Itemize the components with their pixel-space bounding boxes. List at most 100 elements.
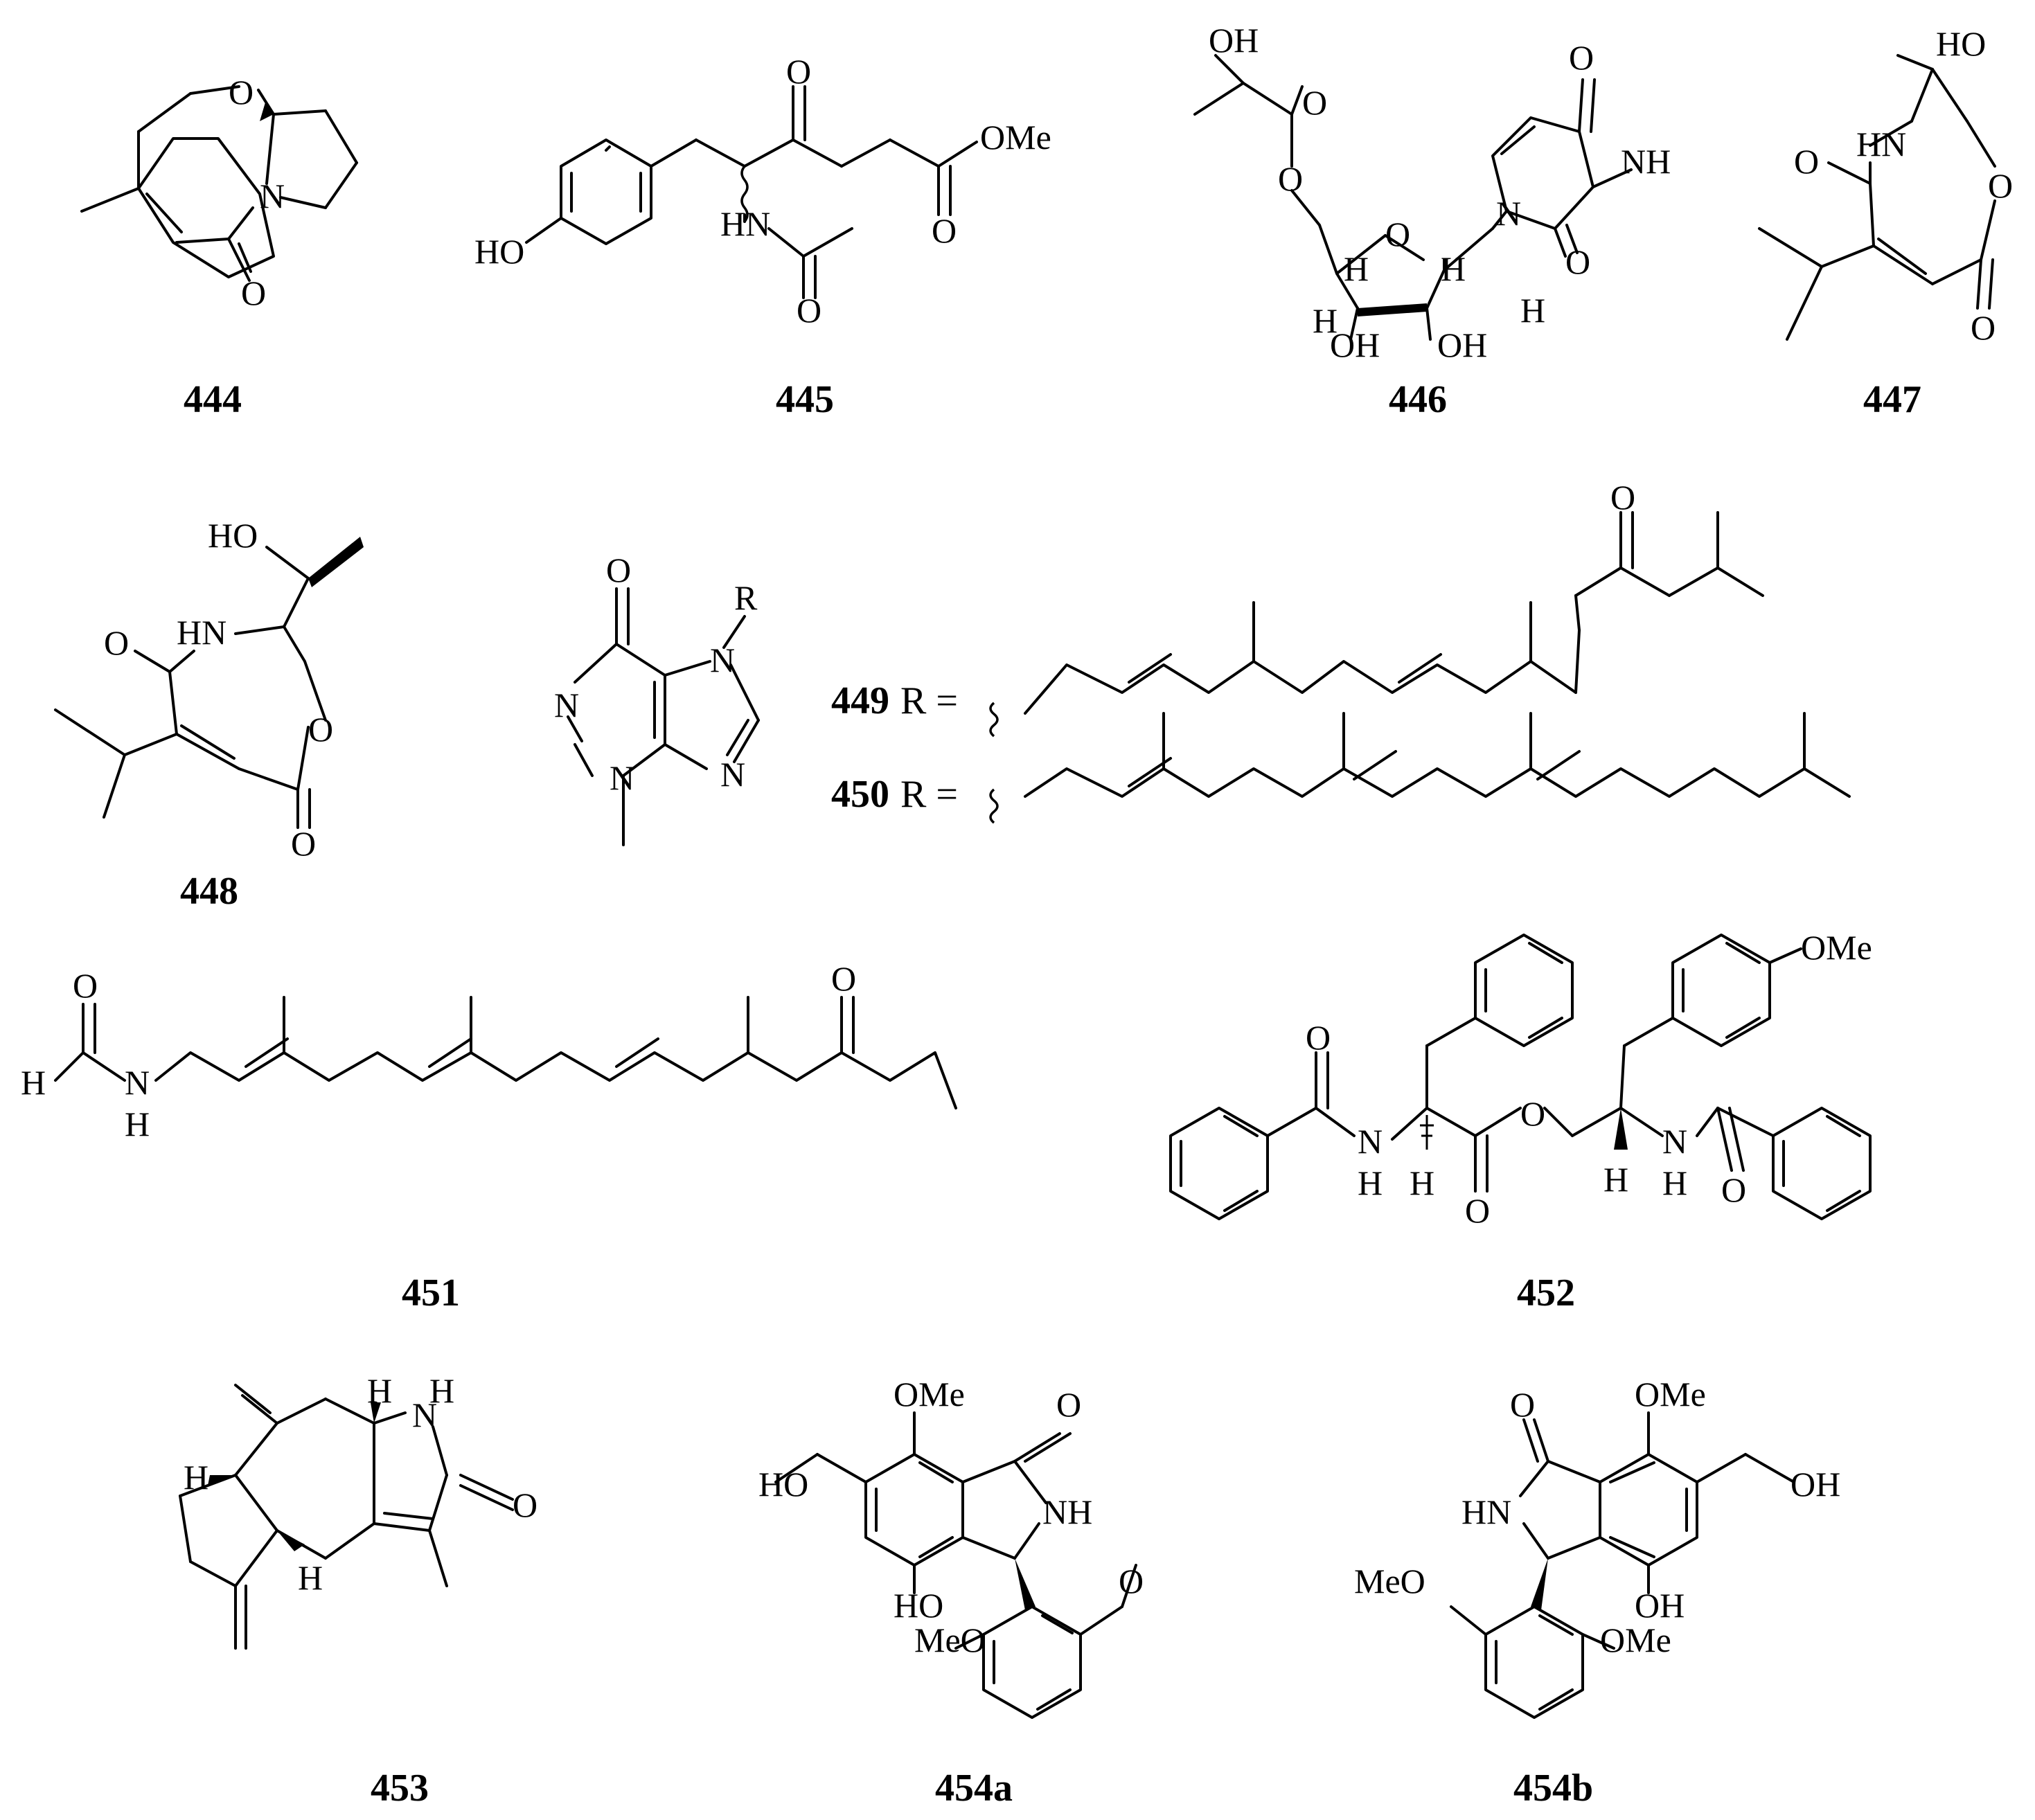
atom-label: O (241, 274, 266, 312)
compound-label-444: 444 (184, 378, 242, 421)
atom-label: O (1306, 1018, 1331, 1057)
atom-label: HO (474, 232, 524, 271)
atom-label: H (1603, 1160, 1628, 1199)
atom-label: OH (1437, 325, 1487, 364)
structure-444: O N O 444 (80, 73, 358, 421)
atom-label: H (429, 1371, 454, 1410)
compound-label-445: 445 (776, 378, 834, 421)
atom-label: O (932, 211, 957, 250)
atom-label: N (412, 1395, 437, 1434)
atom-label: N (1496, 194, 1521, 233)
structure-451: O H N H O 451 (21, 959, 957, 1314)
atom-label: O (1520, 1094, 1545, 1133)
atom-label: HN (720, 204, 770, 243)
atom-label: N (125, 1063, 150, 1102)
atom-label: N (554, 686, 579, 724)
structure-449: 449 R = O (831, 478, 1764, 738)
atom-label: O (797, 291, 821, 330)
atom-label: MeO (914, 1621, 986, 1659)
atom-label: H (184, 1458, 208, 1497)
atom-label: O (1385, 215, 1410, 253)
compound-label-452: 452 (1517, 1272, 1575, 1314)
atom-label: NH (1042, 1492, 1092, 1531)
structure-452: O N H H O O H N H O OMe 452 (1169, 928, 1872, 1314)
atom-label: OMe (1600, 1621, 1671, 1659)
atom-label: O (1302, 83, 1327, 122)
atom-label: HN (1461, 1492, 1511, 1531)
atom-label: N (1662, 1122, 1687, 1161)
structure-purine-core: O R N N N N (554, 551, 760, 846)
atom-label: H (367, 1371, 392, 1410)
structure-448: HO HN O O O 448 (54, 516, 364, 913)
compound-label-447: 447 (1863, 378, 1921, 421)
atom-label: OMe (980, 118, 1051, 157)
atom-label: H (1344, 249, 1369, 288)
structure-445: HO O O OMe HN O 445 (474, 52, 1051, 421)
atom-label: OMe (1635, 1375, 1706, 1413)
atom-label: OH (1635, 1586, 1685, 1625)
compound-label-454b: 454b (1513, 1767, 1593, 1810)
atom-label: H (1313, 301, 1338, 340)
structure-453: H H N H O H 453 (179, 1371, 537, 1810)
structure-450: 450 R = (831, 712, 1851, 824)
atom-label: HN (177, 613, 226, 652)
atom-label: H (1441, 249, 1466, 288)
atom-label: H (125, 1105, 150, 1143)
atom-label: N (720, 755, 745, 794)
atom-label: O (229, 73, 254, 111)
atom-label: O (73, 966, 98, 1005)
atom-label: N (260, 177, 285, 215)
atom-label: O (513, 1486, 537, 1524)
atom-label: O (786, 52, 811, 91)
atom-label: HO (1936, 24, 1986, 63)
atom-label: O (308, 710, 333, 749)
atom-label: O (606, 551, 631, 589)
atom-label: H (1358, 1163, 1383, 1202)
atom-label: H (1662, 1163, 1687, 1202)
atom-label: N (1358, 1122, 1383, 1161)
atom-label: OMe (894, 1375, 965, 1413)
atom-label: O (1721, 1170, 1746, 1209)
atom-label: HO (208, 516, 258, 555)
atom-label: MeO (1354, 1562, 1425, 1600)
atom-label: O (1465, 1191, 1490, 1230)
atom-label: HO (758, 1465, 808, 1504)
atom-label: H (298, 1558, 323, 1597)
compound-label-446: 446 (1389, 378, 1447, 421)
compound-label-450: 450 (831, 773, 889, 816)
atom-label: N (610, 758, 634, 797)
atom-label: O (1565, 242, 1590, 281)
structure-454a: OMe O HO NH HO O MeO 454a (758, 1375, 1144, 1810)
atom-label: R (734, 578, 758, 617)
atom-label: O (104, 623, 129, 662)
atom-label: H (21, 1063, 46, 1102)
atom-label: O (1278, 159, 1303, 198)
atom-label: O (1794, 142, 1819, 181)
compound-label-449: 449 (831, 679, 889, 722)
compound-label-454a: 454a (935, 1767, 1013, 1810)
atom-label: H (1410, 1163, 1434, 1202)
atom-label: OH (1209, 21, 1259, 60)
r-group-label: R = (900, 773, 958, 816)
atom-label: N (710, 641, 735, 679)
atom-label: HO (894, 1586, 943, 1625)
atom-label: O (1569, 38, 1594, 77)
compound-label-451: 451 (402, 1272, 460, 1314)
atom-label: O (291, 824, 316, 863)
structure-446: OH O O O N O NH O H H H H OH OH 446 (1193, 21, 1671, 421)
atom-label: H (1520, 291, 1545, 330)
atom-label: O (831, 959, 856, 998)
atom-label: O (1119, 1562, 1144, 1600)
structure-454b: OMe O OH HN OH MeO OMe 454b (1354, 1375, 1840, 1810)
atom-label: OH (1790, 1465, 1840, 1504)
atom-label: OH (1330, 325, 1380, 364)
atom-label: NH (1621, 142, 1671, 181)
structure-447: HO HN O O O 447 (1758, 24, 2013, 421)
atom-label: O (1971, 308, 1996, 347)
compound-label-453: 453 (371, 1767, 429, 1810)
r-group-label: R = (900, 679, 958, 722)
atom-label: O (1510, 1385, 1535, 1424)
atom-label: HN (1856, 125, 1906, 163)
atom-label: OMe (1801, 928, 1872, 967)
